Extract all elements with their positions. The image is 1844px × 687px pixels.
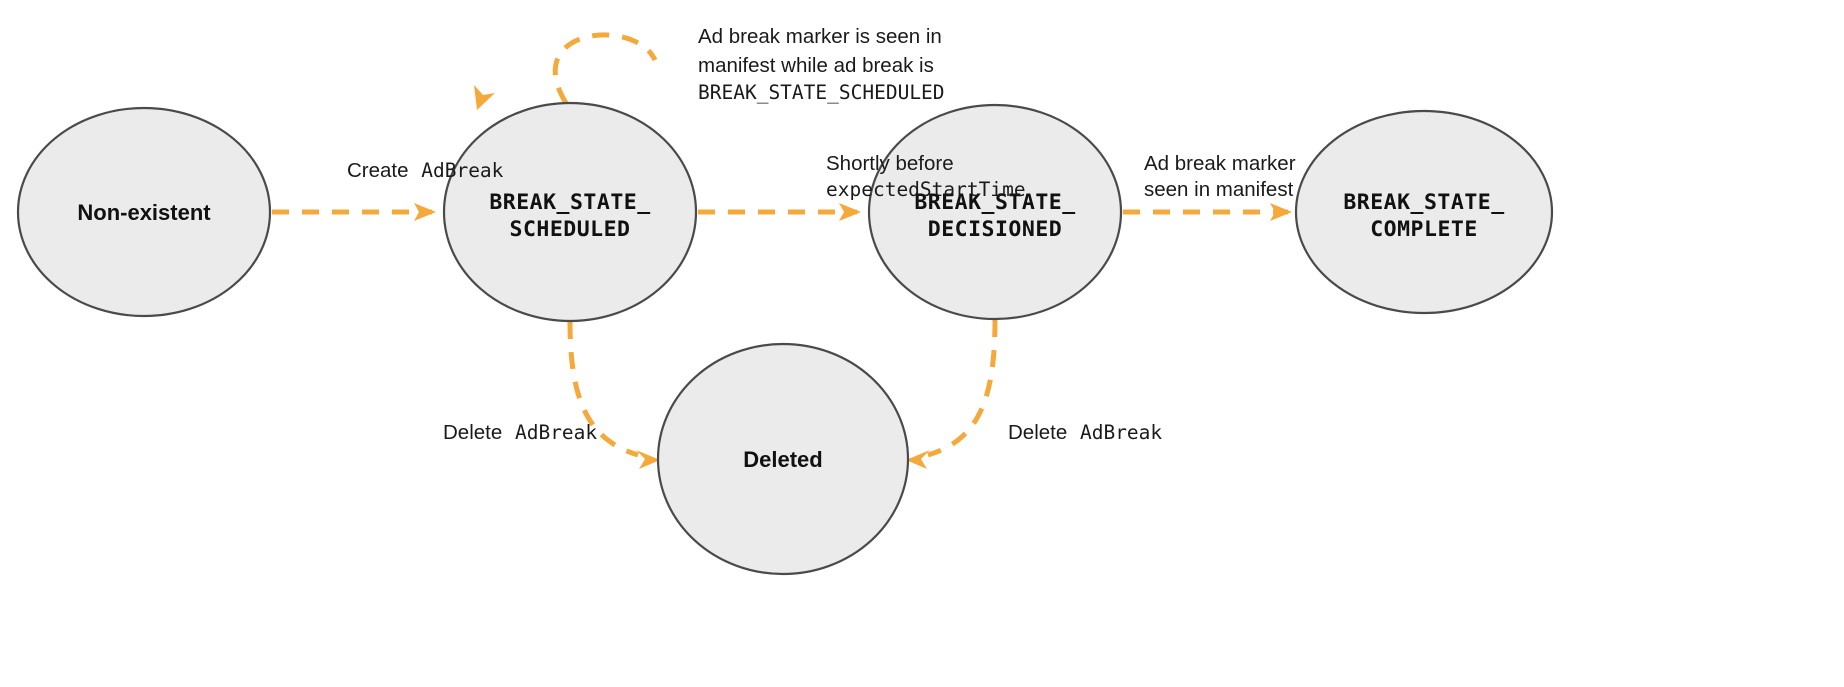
edge-decisioned-to-complete-arrowhead: [1270, 203, 1292, 221]
node-non-existent-shape[interactable]: [16, 106, 272, 318]
edge-label-shortly-before-line2: expectedStartTime: [826, 178, 1026, 201]
edge-scheduled-self-loop: [474, 32, 658, 110]
edge-decisioned-to-deleted-line: [927, 319, 998, 458]
edge-scheduled-self-loop-line: [552, 32, 658, 105]
edge-label-delete-right-text: Delete AdBreak: [1008, 421, 1162, 444]
edge-label-selfloop-line3: BREAK_STATE_SCHEDULED: [698, 81, 945, 104]
node-non-existent[interactable]: Non-existent: [16, 106, 272, 318]
edge-label-delete-left-text: Delete AdBreak: [443, 421, 597, 444]
node-deleted-shape[interactable]: [656, 342, 910, 576]
edge-decisioned-to-deleted: [906, 319, 998, 469]
edge-label-selfloop-line2: manifest while ad break is: [698, 54, 934, 77]
node-break-state-complete[interactable]: BREAK_STATE_ COMPLETE: [1294, 109, 1554, 315]
node-break-state-complete-label-line2: COMPLETE: [1370, 217, 1478, 242]
edge-label-create-adbreak-text: Create AdBreak: [347, 159, 504, 182]
node-break-state-decisioned-label-line1: BREAK_STATE_: [914, 190, 1075, 215]
node-break-state-complete-shape[interactable]: [1294, 109, 1554, 315]
edge-label-scheduled-to-decisioned: Shortly before expectedStartTime: [826, 152, 1026, 201]
edge-scheduled-to-decisioned-arrowhead: [839, 203, 861, 221]
node-deleted[interactable]: Deleted: [656, 342, 910, 576]
edge-scheduled-to-decisioned: [698, 203, 861, 221]
edge-label-decisioned-to-deleted: Delete AdBreak: [1008, 421, 1162, 444]
node-deleted-label: Deleted: [743, 447, 822, 472]
edge-scheduled-to-deleted-line: [567, 321, 639, 458]
edge-label-delete-left-adbreak: AdBreak: [515, 421, 597, 444]
node-break-state-scheduled[interactable]: BREAK_STATE_ SCHEDULED: [442, 101, 698, 323]
edge-label-adbreak-word: AdBreak: [421, 159, 503, 182]
node-break-state-decisioned[interactable]: BREAK_STATE_ DECISIONED: [867, 103, 1123, 321]
edge-label-delete-right-adbreak: AdBreak: [1080, 421, 1162, 444]
edge-create-adbreak-arrowhead: [414, 203, 436, 221]
edge-label-shortly-before-line1: Shortly before: [826, 152, 954, 175]
node-break-state-scheduled-label-line2: SCHEDULED: [510, 217, 631, 242]
edge-create-adbreak: [272, 203, 436, 221]
edge-label-scheduled-to-deleted: Delete AdBreak: [443, 421, 597, 444]
node-break-state-decisioned-shape[interactable]: [867, 103, 1123, 321]
edge-scheduled-to-deleted: [567, 321, 660, 469]
node-break-state-complete-label-line1: BREAK_STATE_: [1343, 190, 1504, 215]
edge-scheduled-to-deleted-arrowhead: [636, 450, 660, 469]
edge-scheduled-self-loop-arrowhead: [474, 85, 495, 110]
edge-decisioned-to-deleted-arrowhead: [906, 450, 930, 469]
edge-label-delete-left-word: Delete: [443, 421, 502, 444]
edge-label-scheduled-self-loop: Ad break marker is seen in manifest whil…: [698, 25, 945, 104]
edge-label-selfloop-line1: Ad break marker is seen in: [698, 25, 942, 48]
edge-label-marker-seen-line2: seen in manifest: [1144, 178, 1294, 201]
edge-label-decisioned-to-complete: Ad break marker seen in manifest: [1144, 152, 1296, 201]
edge-label-create-word: Create: [347, 159, 409, 182]
edge-label-delete-right-word: Delete: [1008, 421, 1067, 444]
node-break-state-scheduled-label-line1: BREAK_STATE_: [489, 190, 650, 215]
node-break-state-scheduled-shape[interactable]: [442, 101, 698, 323]
edge-label-create-adbreak: Create AdBreak: [347, 159, 504, 182]
edge-decisioned-to-complete: [1123, 203, 1292, 221]
node-non-existent-label: Non-existent: [77, 200, 211, 225]
node-break-state-decisioned-label-line2: DECISIONED: [928, 217, 1062, 242]
edge-label-marker-seen-line1: Ad break marker: [1144, 152, 1296, 175]
